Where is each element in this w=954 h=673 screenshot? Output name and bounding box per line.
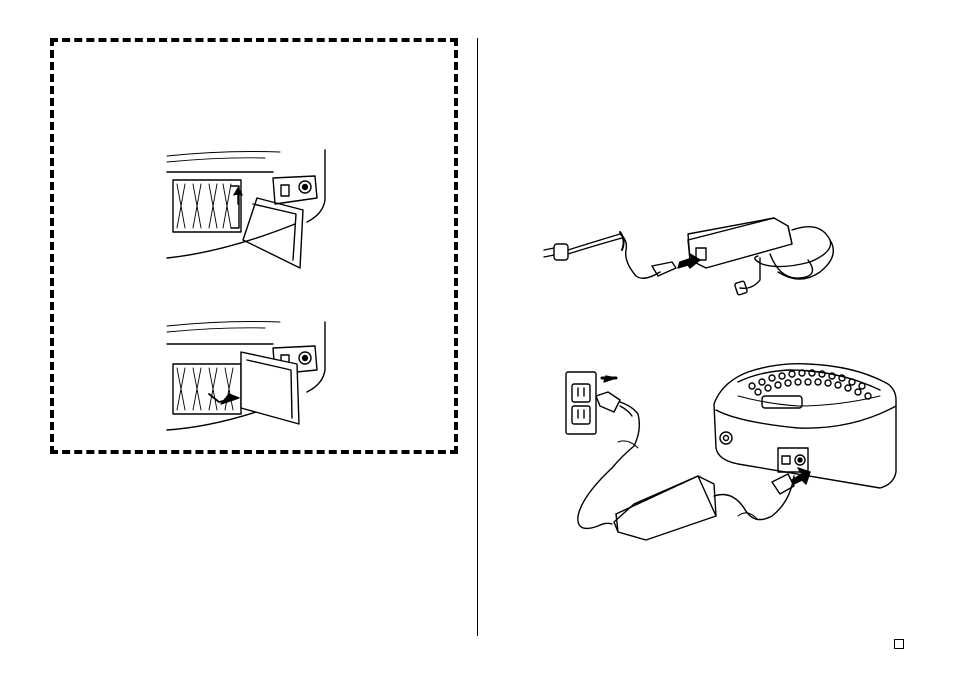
adaptor-connection-illustration (562, 356, 898, 542)
page-marker-square (894, 639, 904, 649)
ac-adaptor-illustration (540, 210, 860, 300)
dashed-note-box (50, 38, 458, 454)
battery-cover-attach-illustration (165, 318, 340, 434)
column-divider (477, 38, 478, 636)
battery-cover-removal-illustration (165, 148, 340, 270)
